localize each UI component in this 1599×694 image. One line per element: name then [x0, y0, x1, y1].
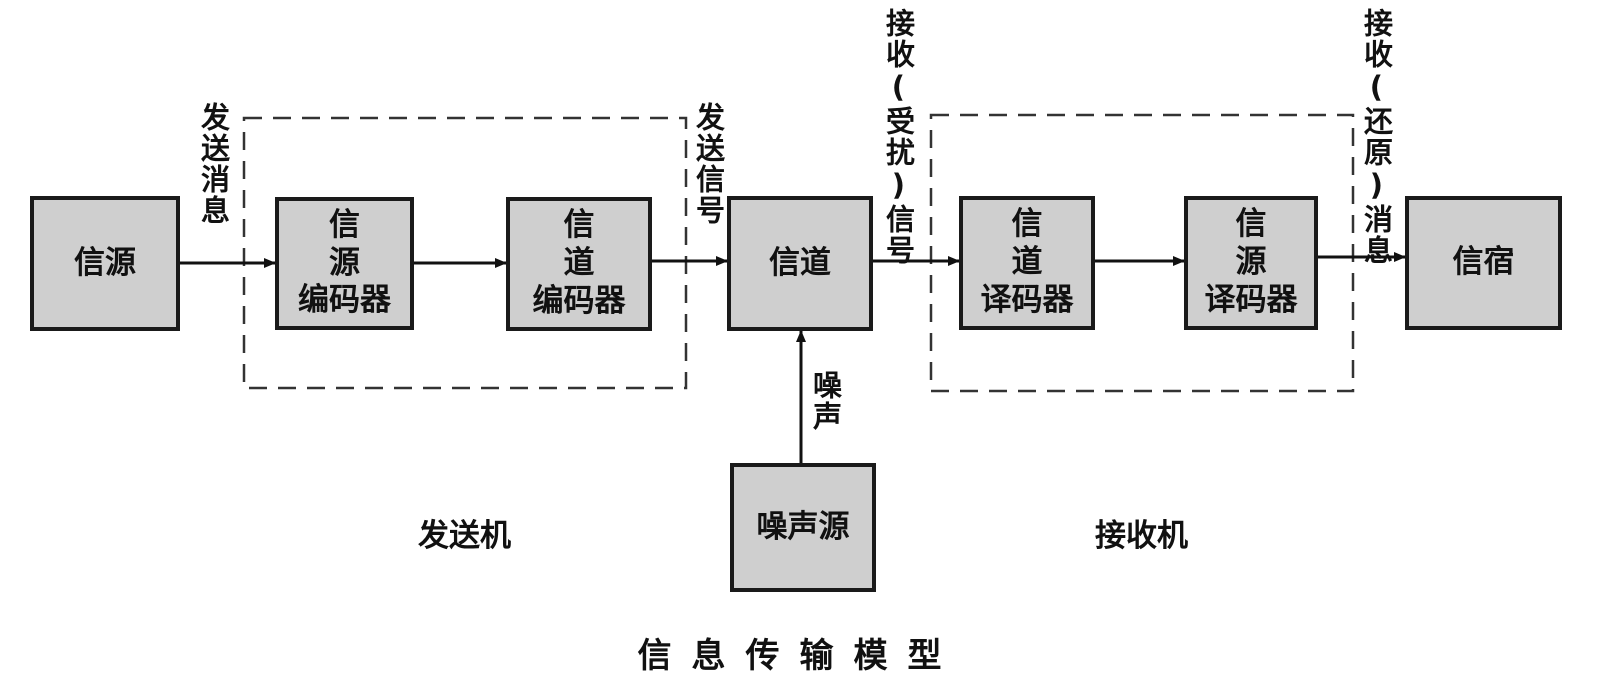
received-signal-label: 接收(受扰)信号 — [881, 8, 916, 266]
source-encoder-block: 信 源 编码器 — [275, 197, 414, 330]
channel-encoder-label-line1: 信 道 — [563, 207, 633, 282]
diagram-caption: 信息传输模型 — [637, 636, 962, 676]
source-label: 信源 — [74, 244, 136, 281]
channel-encoder-block: 信 道 编码器 — [506, 197, 652, 331]
noise-label: 噪声 — [808, 370, 843, 432]
source-decoder-block: 信 源 译码器 — [1184, 196, 1318, 330]
channel-block: 信道 — [727, 196, 873, 331]
transmitter-frame — [242, 116, 688, 390]
receiver-frame — [929, 113, 1355, 393]
sink-label: 信宿 — [1452, 244, 1515, 281]
sent-message-label: 发送消息 — [196, 102, 231, 226]
transmitter-label: 发送机 — [418, 518, 511, 554]
channel-decoder-label-line1: 信 道 — [1011, 206, 1081, 281]
noise-source-label: 噪声源 — [756, 508, 850, 545]
source-decoder-label-line2: 译码器 — [1204, 281, 1298, 318]
channel-decoder-label-line2: 译码器 — [980, 281, 1074, 318]
source-decoder-label-line1: 信 源 — [1235, 206, 1305, 281]
channel-decoder-block: 信 道 译码器 — [959, 196, 1095, 330]
receiver-label: 接收机 — [1095, 518, 1188, 554]
source-block: 信源 — [30, 196, 180, 331]
received-message-label: 接收(还原)消息 — [1359, 8, 1394, 266]
channel-encoder-label-line2: 编码器 — [532, 282, 626, 319]
sent-signal-label: 发送信号 — [691, 102, 726, 226]
source-encoder-label-line1: 信 源 — [329, 206, 398, 281]
source-encoder-label-line2: 编码器 — [298, 282, 391, 319]
noise-source-block: 噪声源 — [730, 463, 876, 592]
sink-block: 信宿 — [1405, 196, 1562, 330]
channel-label: 信道 — [769, 244, 831, 281]
